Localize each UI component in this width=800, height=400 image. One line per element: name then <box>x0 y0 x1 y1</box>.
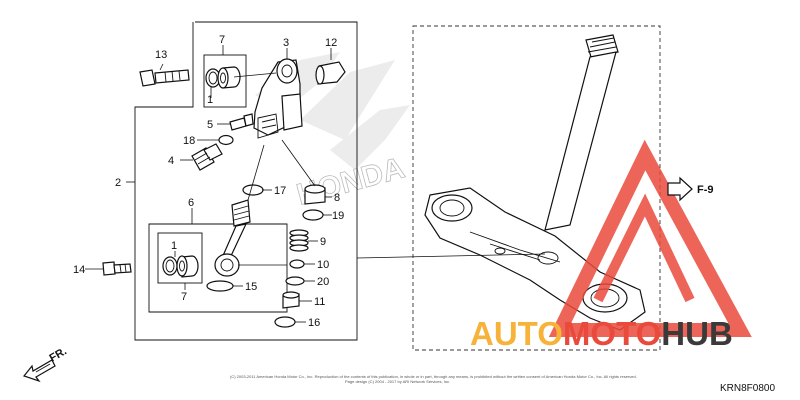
callout-7-top: 7 <box>219 34 225 46</box>
copyright-line-1: (C) 2003-2011 American Honda Motor Co., … <box>230 374 637 379</box>
diagram-code: KRN8F0800 <box>720 383 775 394</box>
callout-2: 2 <box>115 177 121 189</box>
callout-5: 5 <box>207 119 213 131</box>
leader-lines <box>85 45 546 323</box>
bearing-7-bottom <box>176 255 199 278</box>
callout-1-bottom: 1 <box>171 240 177 252</box>
wordmark-hub: HUB <box>661 315 733 352</box>
nut-11 <box>282 291 300 309</box>
o-ring-17 <box>242 184 264 196</box>
spring-9 <box>289 229 309 252</box>
callout-11: 11 <box>314 296 325 308</box>
automotohub-triangle-logo <box>548 139 752 337</box>
o-ring-18 <box>218 134 234 146</box>
seal-kit-box-top <box>203 54 247 108</box>
callout-16: 16 <box>308 317 320 329</box>
callout-1-top: 1 <box>207 94 213 106</box>
ring-10 <box>289 259 305 269</box>
rod-assembly-6 <box>214 199 251 277</box>
callout-9: 9 <box>320 236 326 248</box>
svg-text:AUTOMOTOHUB: AUTOMOTOHUB <box>470 315 733 352</box>
callout-10: 10 <box>317 259 329 271</box>
callout-6: 6 <box>188 197 194 209</box>
seal-1-bottom <box>162 256 178 276</box>
wordmark-moto: MOTO <box>563 315 661 352</box>
callout-8: 8 <box>334 192 340 204</box>
adjuster-4 <box>191 143 223 171</box>
o-ring-15 <box>206 280 234 292</box>
washer-20 <box>285 276 305 286</box>
callout-3: 3 <box>283 37 289 49</box>
callout-17: 17 <box>274 185 286 197</box>
seal-kit-box-bottom <box>157 232 203 284</box>
callout-4: 4 <box>168 155 174 167</box>
assembly-outline-box <box>134 21 358 341</box>
bleed-screw-5 <box>229 113 254 131</box>
automotohub-wordmark: AUTOMOTOHUB <box>470 315 733 352</box>
callout-19: 19 <box>332 210 344 222</box>
front-label: FR. <box>48 345 69 364</box>
washer-19 <box>302 209 324 221</box>
damper-body-3 <box>253 58 303 139</box>
copyright-line-2: Page design (C) 2004 - 2017 by ARI Netwo… <box>345 379 450 384</box>
callout-7-bottom: 7 <box>181 291 187 303</box>
wordmark-auto: AUTO <box>470 315 563 352</box>
stem-assembly-dashed-box <box>412 25 661 351</box>
callout-20: 20 <box>317 276 329 288</box>
collar-8 <box>304 184 326 205</box>
reference-label: F-9 <box>697 184 714 196</box>
bolt-13 <box>139 69 190 87</box>
callout-18: 18 <box>183 135 195 147</box>
bolt-14 <box>102 261 132 276</box>
callout-12: 12 <box>325 37 337 49</box>
callout-13: 13 <box>155 49 167 61</box>
callout-15: 15 <box>245 281 257 293</box>
callout-14: 14 <box>73 264 85 276</box>
bearing-7-top <box>217 66 241 89</box>
washer-16 <box>274 316 296 328</box>
cap-12 <box>315 61 346 85</box>
reference-arrow-f9: F-9 <box>667 176 714 202</box>
steering-stem <box>424 34 646 331</box>
front-direction-arrow: FR. <box>22 345 69 383</box>
